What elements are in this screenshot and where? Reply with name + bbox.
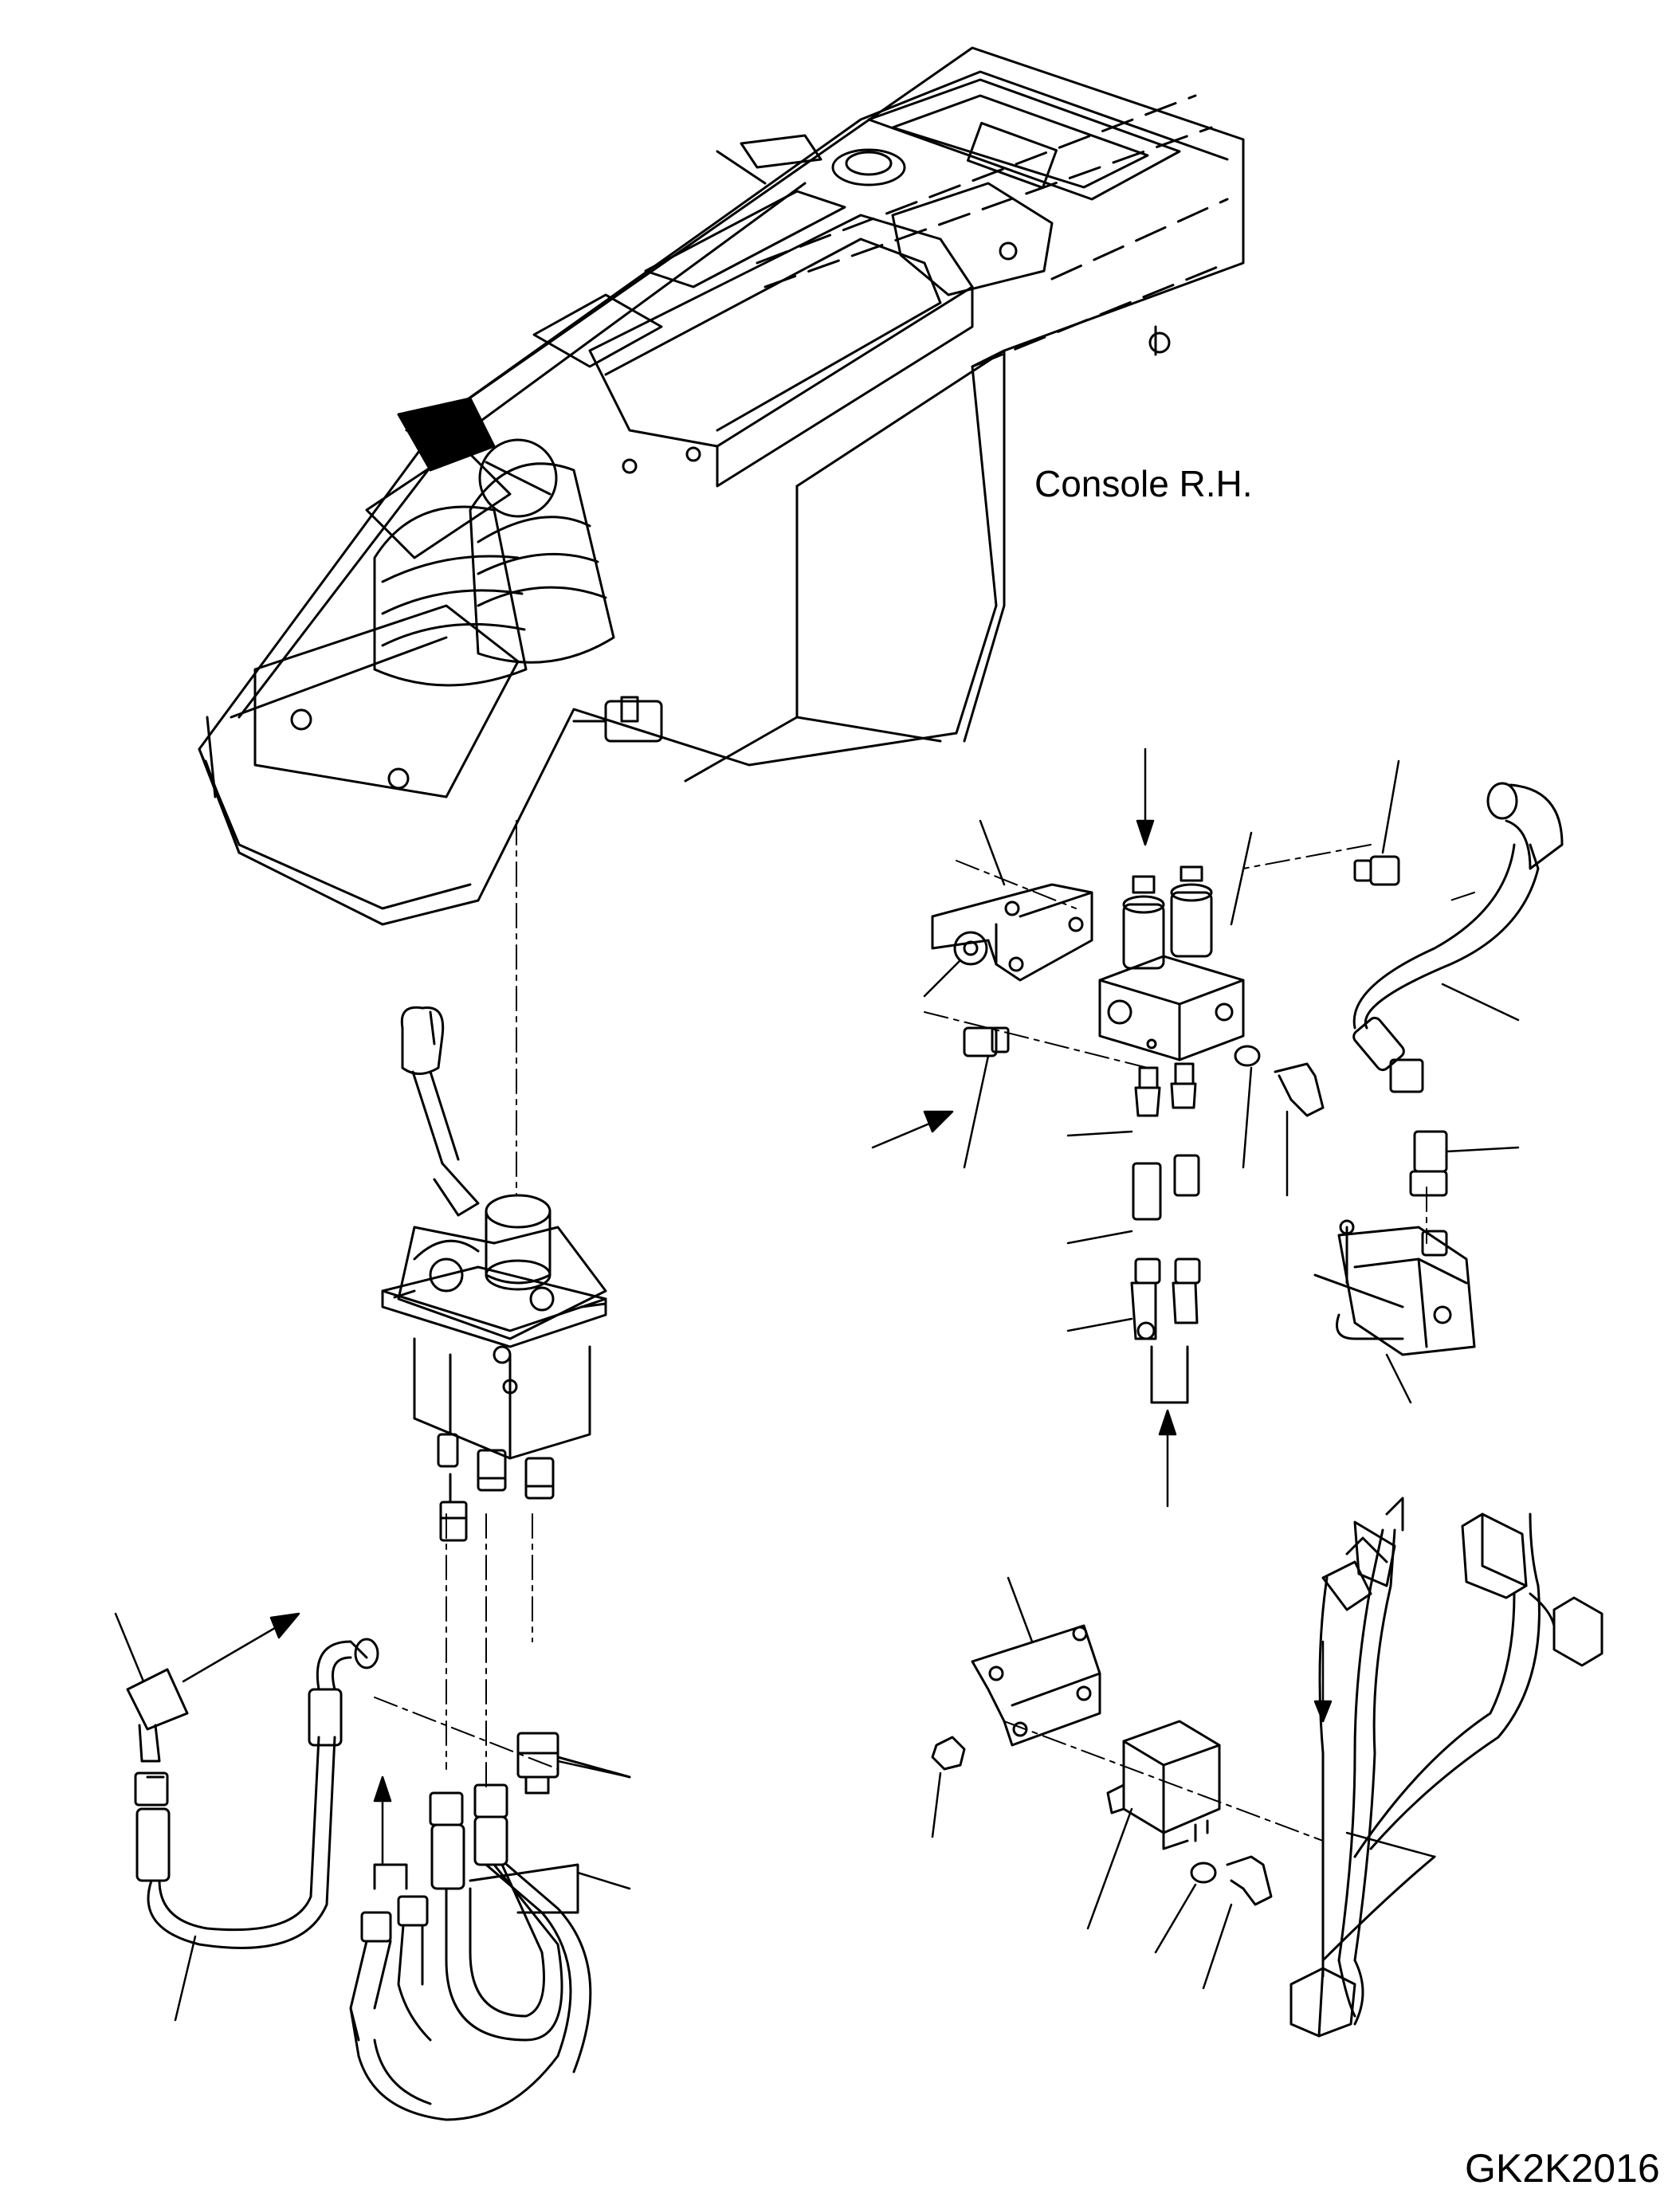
- wiring-harness: [1291, 1498, 1602, 2036]
- console-rh-assembly: [199, 48, 1243, 924]
- drawing-id-label: GK2K2016: [1465, 2146, 1660, 2191]
- alignment-lines: [375, 821, 1474, 1841]
- joystick-valve-assembly: [383, 1007, 606, 1540]
- flow-arrows: [183, 749, 1331, 1865]
- relay-bracket-assembly: [932, 1626, 1271, 1905]
- solenoid-valve-block: [932, 867, 1323, 1403]
- console-rh-label: Console R.H.: [1034, 463, 1253, 504]
- left-hose-assembly: [128, 1639, 630, 2120]
- part-leader-lines: [116, 761, 1518, 2020]
- right-hose-and-valve: [1315, 783, 1562, 1355]
